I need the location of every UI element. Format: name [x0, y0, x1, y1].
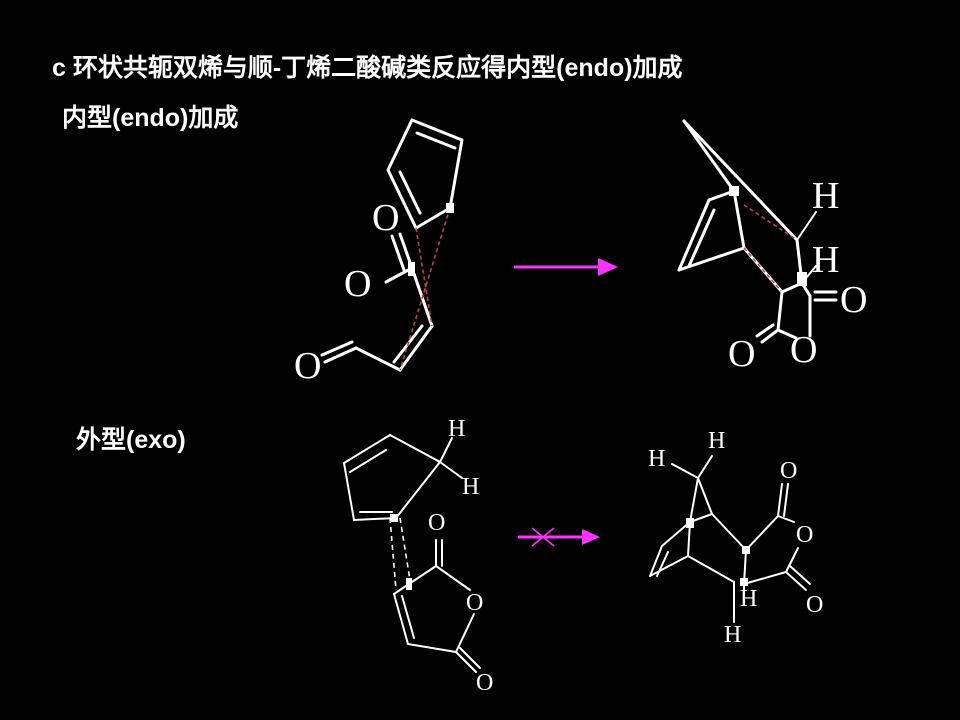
h-bond	[439, 461, 463, 479]
anhydride-bond	[455, 613, 475, 653]
exo-maleic-anhydride: O O O	[393, 510, 493, 696]
anhydride-bond	[785, 547, 799, 573]
exo-cyclopentadiene: H H	[342, 416, 479, 522]
atom-hydrogen: H	[724, 622, 741, 648]
ring-bond	[649, 555, 689, 577]
anhydride-bond	[354, 346, 402, 372]
h-bond	[439, 437, 453, 463]
atom-hydrogen: H	[448, 416, 465, 442]
diene-double-bond	[349, 449, 387, 473]
dienophile-double-bond	[398, 324, 434, 372]
carbonyl-bond	[459, 647, 481, 669]
atom-oxygen: O	[796, 522, 813, 548]
carbonyl-bond	[320, 340, 354, 357]
forming-bond-dashed	[399, 517, 411, 581]
carbonyl-bond	[455, 651, 477, 673]
new-bond-highlight	[743, 204, 798, 241]
atom-oxygen: O	[294, 345, 321, 387]
atom-oxygen: O	[476, 670, 493, 696]
ring-bond	[687, 555, 735, 583]
forming-bond-dashed	[389, 517, 397, 591]
blocked-reaction-arrow-icon	[518, 527, 600, 547]
dienophile-double-bond	[393, 593, 409, 645]
anhydride-bond	[777, 515, 795, 523]
stereo-dot	[740, 578, 748, 586]
anhydride-bond	[435, 565, 471, 591]
ring-bond	[732, 189, 746, 250]
stereo-dot	[742, 546, 750, 554]
endo-reactants: O O O	[294, 118, 464, 387]
anhydride-bond	[743, 571, 787, 585]
stereo-dot	[686, 518, 694, 528]
stereo-dot	[408, 262, 415, 276]
ring-bond	[677, 246, 746, 272]
carbonyl-bond	[760, 328, 780, 344]
bridge-bond	[682, 119, 799, 242]
alkene-bond-inner	[687, 208, 716, 268]
atom-oxygen: O	[344, 263, 371, 305]
atom-oxygen: O	[806, 592, 823, 618]
atom-oxygen: O	[428, 510, 445, 536]
endo-product: H H O O O	[677, 119, 867, 375]
reaction-arrow-icon	[514, 258, 618, 276]
anhydride-bond	[745, 515, 779, 551]
atom-hydrogen: H	[812, 239, 839, 281]
dienophile-double-bond-inner	[401, 595, 415, 639]
atom-oxygen: O	[466, 590, 483, 616]
anhydride-bond	[384, 266, 414, 284]
carbonyl-bond	[789, 565, 811, 585]
ring-bond	[661, 521, 691, 547]
anhydride-bond	[776, 290, 784, 332]
carbonyl-bond	[777, 483, 783, 517]
exo-reactants: H H O O O	[342, 416, 493, 696]
forming-bond-dashed	[415, 227, 433, 327]
bridge-bond	[689, 477, 699, 523]
endo-cyclopentadiene	[386, 118, 464, 230]
h-bond	[671, 463, 699, 479]
bridge-bond	[697, 477, 713, 515]
endo-maleic-anhydride: O O O	[294, 197, 434, 387]
exo-label: 外型(exo)	[76, 426, 186, 454]
atom-oxygen: O	[372, 197, 399, 239]
anhydride-bond	[393, 565, 437, 595]
diene-double-bond-top	[415, 131, 457, 150]
atom-hydrogen: H	[462, 474, 479, 500]
exo-product: H H O O O H H	[648, 428, 823, 648]
atom-hydrogen: H	[812, 175, 839, 217]
stereo-dot	[729, 186, 739, 196]
atom-oxygen: O	[790, 329, 817, 371]
forming-bond-dashed	[399, 207, 451, 371]
diene-double-bond-left	[398, 170, 422, 215]
carbonyl-bond	[323, 346, 358, 364]
cyclopentadiene-ring	[386, 118, 464, 230]
atom-hydrogen: H	[648, 446, 665, 472]
alkene-bond	[677, 198, 711, 272]
carbonyl-bond	[783, 483, 789, 517]
new-bond-highlight	[743, 247, 783, 293]
atom-oxygen: O	[728, 333, 755, 375]
h-bond	[697, 455, 713, 479]
carbonyl-bond	[755, 323, 775, 338]
stereo-dot	[797, 272, 807, 286]
carbonyl-bond	[785, 571, 807, 591]
bridge-bond	[682, 119, 736, 193]
slide-title: c 环状共轭双烯与顺-丁烯二酸碱类反应得内型(endo)加成	[52, 54, 683, 82]
h-bond	[796, 211, 817, 241]
cyclopentadiene-ring	[342, 434, 442, 522]
ring-bond	[711, 513, 747, 551]
stereo-dot	[446, 203, 454, 213]
alkene-bond	[649, 545, 663, 577]
atom-oxygen: O	[840, 279, 867, 321]
anhydride-bond	[407, 643, 457, 653]
atom-hydrogen: H	[708, 428, 725, 454]
carbonyl-bond	[390, 234, 406, 272]
anhydride-bond	[776, 328, 798, 340]
atom-hydrogen: H	[740, 586, 757, 612]
endo-addition-label: 内型(endo)加成	[62, 104, 239, 132]
stereo-dot	[390, 514, 398, 522]
atom-oxygen: O	[780, 458, 797, 484]
